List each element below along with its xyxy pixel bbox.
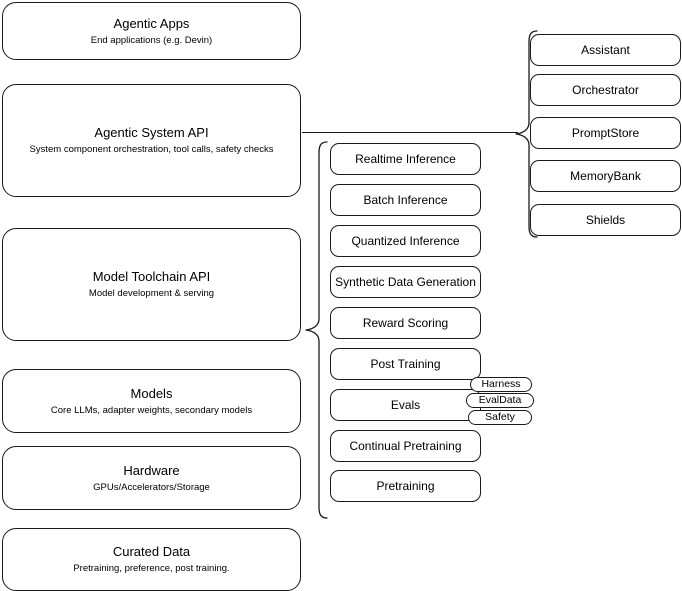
component-assistant[interactable]: Assistant [530, 34, 681, 66]
component-reward-scoring[interactable]: Reward Scoring [330, 307, 481, 339]
layer-curated-data[interactable]: Curated Data Pretraining, preference, po… [2, 528, 301, 591]
brace-toolchain-components [304, 141, 328, 519]
component-realtime-inference[interactable]: Realtime Inference [330, 143, 481, 175]
layer-title: Agentic System API [94, 125, 209, 140]
pill-label: Harness [481, 378, 521, 390]
component-label: Pretraining [376, 479, 435, 493]
layer-title: Curated Data [112, 544, 191, 559]
pill-label: Safety [485, 411, 515, 423]
component-synthetic-data-generation[interactable]: Synthetic Data Generation [330, 266, 481, 298]
component-label: Assistant [581, 43, 630, 57]
evals-subcomponent-harness[interactable]: Harness [470, 377, 532, 392]
component-continual-pretraining[interactable]: Continual Pretraining [330, 430, 481, 462]
component-label: Batch Inference [363, 193, 448, 207]
component-quantized-inference[interactable]: Quantized Inference [330, 225, 481, 257]
layer-subtitle: GPUs/Accelerators/Storage [93, 481, 210, 493]
component-label: Realtime Inference [355, 152, 456, 166]
component-post-training[interactable]: Post Training [330, 348, 481, 380]
evals-subcomponent-evaldata[interactable]: EvalData [466, 393, 534, 408]
component-label: Synthetic Data Generation [335, 275, 476, 289]
component-orchestrator[interactable]: Orchestrator [530, 74, 681, 106]
component-label: Shields [585, 213, 626, 227]
evals-subcomponent-safety[interactable]: Safety [468, 410, 532, 425]
component-label: Orchestrator [572, 83, 639, 97]
component-memorybank[interactable]: MemoryBank [530, 160, 681, 192]
component-label: Continual Pretraining [349, 439, 462, 453]
layer-title: Agentic Apps [113, 15, 190, 31]
layer-title: Hardware [123, 462, 180, 478]
component-label: Quantized Inference [351, 234, 460, 248]
layer-subtitle: Model development & serving [88, 288, 215, 299]
layer-subtitle: Pretraining, preference, post training. [73, 563, 230, 574]
layer-agentic-system-api[interactable]: Agentic System API System component orch… [2, 84, 301, 197]
component-promptstore[interactable]: PromptStore [530, 117, 681, 149]
component-shields[interactable]: Shields [530, 204, 681, 236]
component-label: Post Training [370, 357, 441, 371]
component-label: Evals [390, 398, 421, 412]
component-evals[interactable]: Evals [330, 389, 481, 421]
layer-title: Models [130, 385, 173, 401]
layer-agentic-apps[interactable]: Agentic Apps End applications (e.g. Devi… [2, 2, 301, 60]
pill-label: EvalData [478, 394, 522, 406]
layer-hardware[interactable]: Hardware GPUs/Accelerators/Storage [2, 446, 301, 510]
connector-system-api-to-components [302, 132, 518, 133]
component-pretraining[interactable]: Pretraining [330, 470, 481, 502]
layer-models[interactable]: Models Core LLMs, adapter weights, secon… [2, 369, 301, 433]
layer-subtitle: Core LLMs, adapter weights, secondary mo… [50, 404, 253, 416]
layer-model-toolchain-api[interactable]: Model Toolchain API Model development & … [2, 228, 301, 341]
brace-system-components [514, 30, 538, 238]
component-label: Reward Scoring [362, 316, 449, 330]
component-label: MemoryBank [570, 169, 641, 183]
component-label: PromptStore [571, 126, 640, 140]
layer-title: Model Toolchain API [92, 269, 211, 284]
layer-subtitle: System component orchestration, tool cal… [29, 144, 274, 155]
component-batch-inference[interactable]: Batch Inference [330, 184, 481, 216]
layer-subtitle: End applications (e.g. Devin) [90, 34, 213, 46]
